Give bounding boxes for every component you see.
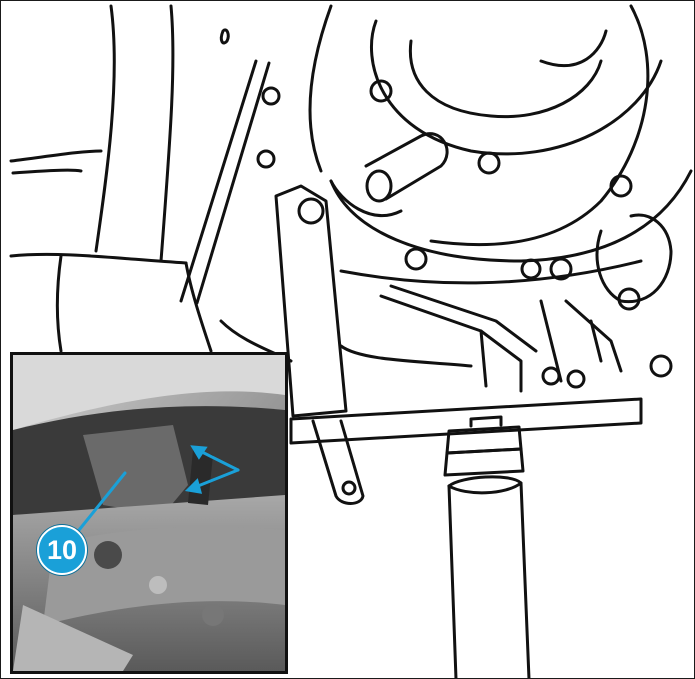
body-panel-line: [219, 28, 230, 45]
cylinder: [329, 179, 403, 218]
jack-post: [447, 475, 531, 678]
bolt: [609, 174, 633, 198]
bolt: [617, 287, 641, 311]
filter: [595, 213, 673, 304]
callout-arrow: [191, 468, 240, 490]
bolt: [261, 86, 281, 106]
bolt: [549, 257, 573, 281]
bolt: [477, 151, 501, 175]
bolt: [520, 258, 542, 280]
inset-photo: 10: [10, 352, 288, 674]
jack-post: [447, 484, 458, 678]
jack-head: [469, 415, 503, 428]
jack-head: [443, 447, 525, 477]
linkage: [589, 319, 603, 363]
housing-outline: [369, 19, 663, 156]
cylinder: [364, 132, 449, 201]
jack-arm: [311, 419, 365, 505]
jack-arm-pin: [341, 480, 357, 496]
jack-arm: [274, 184, 348, 418]
housing-outline: [539, 29, 608, 68]
linkage: [539, 299, 563, 383]
body-panel-line: [9, 252, 188, 265]
body-panel-line: [11, 168, 83, 175]
callout-number-badge: 10: [37, 525, 87, 575]
linkage-pivot: [541, 366, 561, 386]
body-panel-line: [184, 261, 213, 353]
bolt: [369, 79, 393, 103]
body-panel-line: [159, 4, 175, 263]
linkage: [479, 329, 488, 388]
housing-outline: [339, 259, 643, 285]
cylinder-end: [365, 169, 393, 203]
linkage: [389, 284, 538, 353]
support-rod: [179, 59, 258, 303]
jack-beam: [289, 397, 643, 445]
body-panel-line: [55, 254, 63, 353]
housing-outline: [339, 344, 473, 368]
bolt: [649, 354, 673, 378]
linkage: [564, 299, 623, 373]
body-panel-line: [94, 4, 116, 253]
housing-outline: [408, 39, 603, 119]
housing-outline: [308, 4, 333, 173]
bolt: [404, 247, 428, 271]
housing-outline: [429, 4, 650, 247]
inset-photo-art: [13, 355, 285, 671]
linkage: [379, 294, 523, 393]
bolt: [256, 149, 276, 169]
jack-arm-pin: [297, 197, 325, 225]
linkage-pivot: [566, 369, 586, 389]
callout-arrow: [196, 448, 240, 472]
jack-post: [447, 481, 523, 495]
support-rod: [195, 61, 271, 305]
callout-leader: [73, 471, 127, 537]
body-panel-line: [9, 149, 103, 163]
